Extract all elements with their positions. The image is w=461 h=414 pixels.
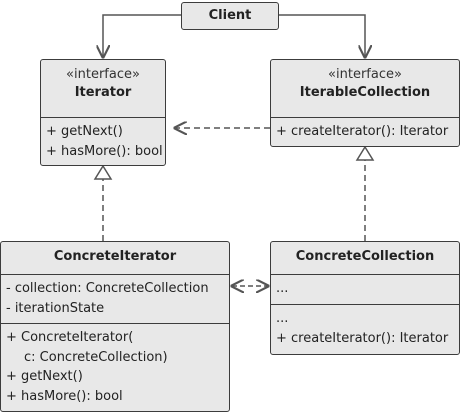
concrete-iterator-fields: - collection: ConcreteCollection - itera… bbox=[1, 274, 229, 323]
concrete-collection-name: ConcreteCollection bbox=[295, 249, 435, 264]
concrete-collection-methods: ... + createIterator(): Iterator bbox=[271, 304, 459, 350]
iterator-method: + hasMore(): bool bbox=[46, 143, 163, 159]
iterator-interface-box: «interface» Iterator + getNext() + hasMo… bbox=[40, 59, 166, 166]
iterator-stereotype: «interface» bbox=[66, 67, 140, 82]
iterator-method: + getNext() bbox=[46, 124, 123, 139]
iterable-collection-name: IterableCollection bbox=[299, 85, 431, 100]
concrete-collection-header: ConcreteCollection bbox=[271, 242, 459, 274]
concrete-iterator-field: - iterationState bbox=[6, 300, 105, 316]
concrete-collection-method: ... bbox=[276, 311, 289, 326]
concrete-iterator-header: ConcreteIterator bbox=[1, 242, 229, 274]
concrete-iterator-field: - collection: ConcreteCollection bbox=[6, 281, 209, 296]
iterator-methods: + getNext() + hasMore(): bool bbox=[41, 117, 165, 163]
iterable-collection-interface-box: «interface» IterableCollection + createI… bbox=[270, 59, 460, 147]
iterator-header: «interface» Iterator bbox=[41, 60, 165, 117]
concrete-iterator-method-param: c: ConcreteCollection) bbox=[24, 349, 168, 365]
iterable-collection-stereotype: «interface» bbox=[328, 67, 402, 82]
client-label: Client bbox=[208, 8, 252, 23]
concrete-collection-fields: ... bbox=[271, 274, 459, 304]
concrete-iterator-method: + hasMore(): bool bbox=[6, 388, 123, 404]
concrete-iterator-method: + ConcreteIterator( bbox=[6, 330, 134, 345]
concrete-collection-class-box: ConcreteCollection ... ... + createItera… bbox=[270, 241, 460, 355]
iterable-collection-methods: + createIterator(): Iterator bbox=[271, 117, 459, 144]
iterator-realization-triangle bbox=[93, 164, 113, 180]
client-box: Client bbox=[181, 2, 279, 30]
concrete-iterator-name: ConcreteIterator bbox=[53, 249, 177, 264]
iterable-collection-method: + createIterator(): Iterator bbox=[276, 124, 449, 139]
client-to-collection-association bbox=[279, 14, 365, 57]
concrete-iterator-class-box: ConcreteIterator - collection: ConcreteC… bbox=[0, 241, 230, 412]
concrete-collection-field: ... bbox=[276, 281, 289, 296]
concrete-iterator-method: + getNext() bbox=[6, 369, 83, 384]
concrete-collection-method: + createIterator(): Iterator bbox=[276, 330, 449, 346]
concrete-iterator-methods: + ConcreteIterator( c: ConcreteCollectio… bbox=[1, 323, 229, 408]
client-to-iterator-association bbox=[103, 14, 181, 57]
iterable-collection-header: «interface» IterableCollection bbox=[271, 60, 459, 117]
iterator-name: Iterator bbox=[74, 85, 132, 100]
collection-realization-triangle bbox=[355, 145, 375, 161]
